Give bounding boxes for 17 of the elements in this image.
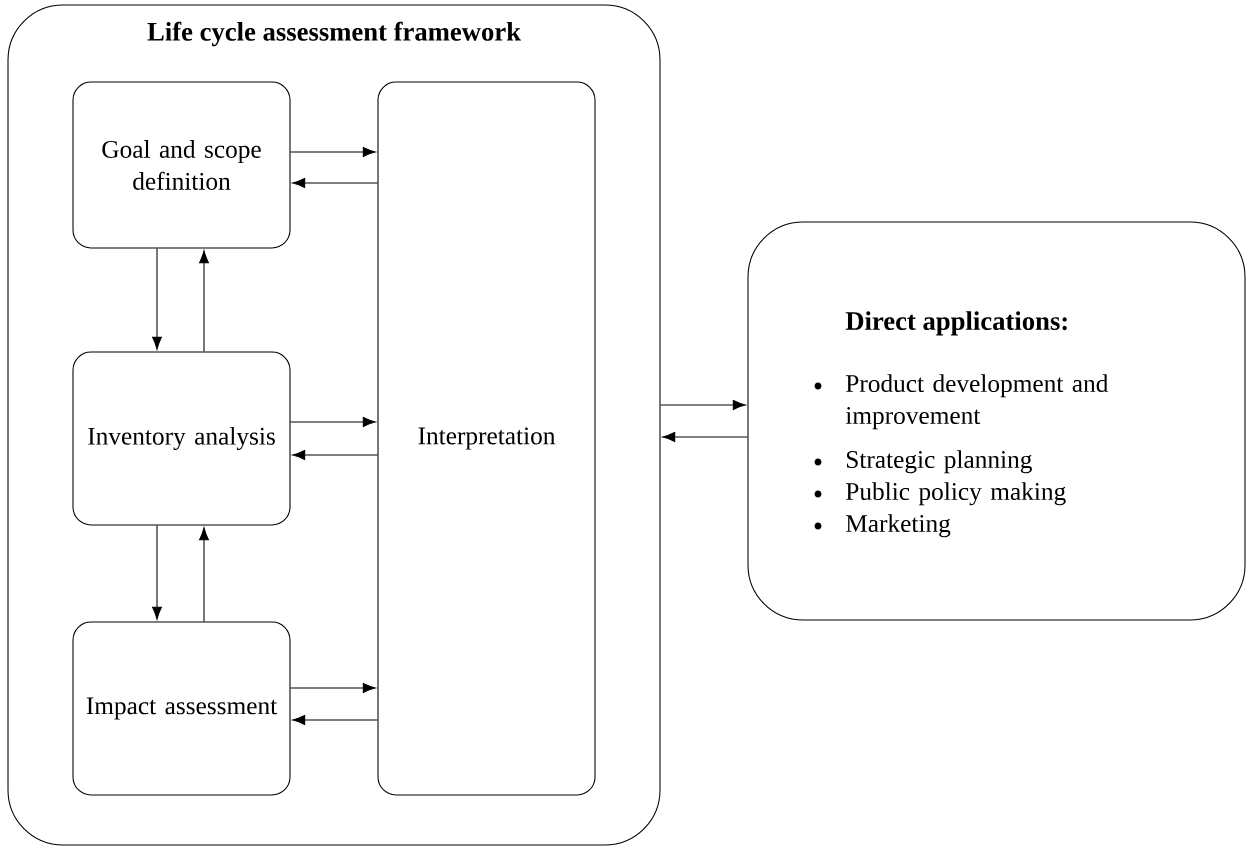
arrow	[660, 400, 746, 410]
process-box: Interpretation	[377, 81, 596, 796]
arrow	[199, 527, 209, 622]
arrow	[290, 147, 376, 157]
process-box: Inventory analysis	[72, 351, 291, 526]
arrow	[662, 432, 748, 442]
process-box: Impact assessment	[72, 621, 291, 796]
arrow	[152, 525, 162, 620]
arrow	[292, 450, 378, 460]
arrow	[290, 683, 376, 693]
process-box: Goal and scope definition	[72, 81, 291, 249]
arrow	[290, 417, 376, 427]
arrow	[292, 178, 378, 188]
applications-box: Direct applications: Product development and improvement Strategic planning Public policy making Marketing	[747, 221, 1246, 621]
arrow	[152, 248, 162, 350]
arrow	[292, 715, 378, 725]
arrow	[199, 250, 209, 352]
